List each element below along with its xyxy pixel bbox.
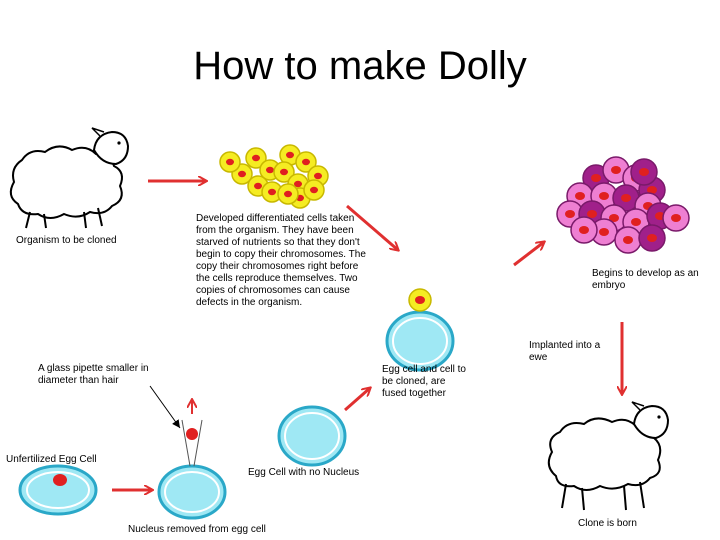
cell-nucleus	[252, 154, 260, 162]
cell-nucleus	[631, 218, 641, 226]
sheep-organism-icon	[9, 127, 130, 229]
arrow-cells-to-fusion	[346, 204, 398, 250]
unfertilized-egg-cell	[18, 464, 98, 516]
cell-nucleus	[591, 174, 601, 182]
page-title: How to make Dolly	[193, 44, 527, 88]
cell-nucleus	[302, 158, 310, 166]
embryo-cells-cluster	[556, 156, 690, 254]
process-arrows	[112, 181, 622, 490]
label-unfertilized: Unfertilized Egg Cell	[6, 454, 97, 465]
cell-nucleus	[621, 194, 631, 202]
label-cells-description: Developed differentiated cells taken fro…	[196, 213, 366, 308]
egg-cell-no-nucleus	[277, 405, 347, 467]
enucleation-egg-cell	[157, 464, 227, 520]
cell-nucleus	[611, 166, 621, 174]
label-clone: Clone is born	[578, 518, 637, 529]
differentiated-cells-cluster	[219, 144, 329, 209]
cell-nucleus	[565, 210, 575, 218]
cell-nucleus	[587, 210, 597, 218]
cell-nucleus	[268, 188, 276, 196]
label-implanted: Implanted into a ewe	[529, 340, 601, 363]
label-pipette: A glass pipette smaller in diameter than…	[38, 363, 149, 386]
cell-nucleus	[284, 190, 292, 198]
cell-nucleus	[238, 170, 246, 178]
cell-nucleus	[280, 168, 288, 176]
cell-nucleus	[647, 186, 657, 194]
fused-egg-cell	[385, 288, 455, 372]
cell-nucleus	[639, 168, 649, 176]
pipette-pointer-line	[149, 385, 181, 429]
cell-nucleus	[579, 226, 589, 234]
label-fused: Egg cell and cell to be cloned, are fuse…	[382, 364, 466, 399]
cell-nucleus	[609, 214, 619, 222]
cell-nucleus	[671, 214, 681, 222]
label-organism: Organism to be cloned	[16, 235, 117, 246]
cell-nucleus	[599, 228, 609, 236]
cell-nucleus	[286, 151, 294, 159]
cell-nucleus	[599, 192, 609, 200]
cell-nucleus	[266, 166, 274, 174]
arrow-enucleated-to-fusion	[344, 388, 370, 412]
glass-pipette-icon	[181, 400, 203, 467]
cell-nucleus	[314, 172, 322, 180]
arrow-fusion-to-embryo	[513, 242, 544, 267]
sheep-clone-icon	[547, 401, 670, 511]
cell-nucleus	[623, 236, 633, 244]
label-nucleus-removed: Nucleus removed from egg cell	[128, 524, 266, 535]
cell-nucleus	[575, 192, 585, 200]
cell-nucleus	[254, 182, 262, 190]
cell-nucleus	[294, 180, 302, 188]
label-no-nucleus: Egg Cell with no Nucleus	[248, 467, 360, 478]
cell-nucleus	[310, 186, 318, 194]
cell-nucleus	[647, 234, 657, 242]
label-embryo: Begins to develop as an embryo	[592, 268, 699, 291]
cell-nucleus	[226, 158, 234, 166]
